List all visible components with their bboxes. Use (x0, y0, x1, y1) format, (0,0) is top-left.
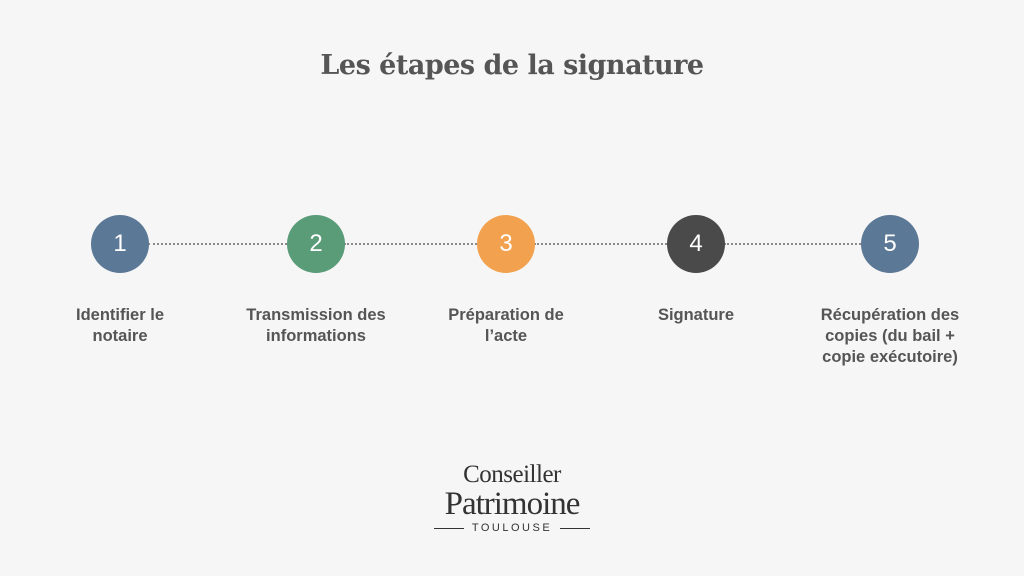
logo-subline: TOULOUSE (412, 522, 612, 534)
step-4-circle: 4 (667, 215, 725, 273)
logo-line-patrimoine: Patrimoine (444, 486, 581, 522)
step-5-label: Récupération des copies (du bail + copie… (820, 306, 960, 366)
diagram-title: Les étapes de la signature (320, 50, 704, 81)
step-3-label: Préparation de l’acte (448, 306, 564, 345)
connector-2-3 (344, 243, 477, 245)
logo-line-conseiller: Conseiller (463, 461, 561, 488)
step-2-label: Transmission des informations (246, 306, 386, 345)
step-5-number: 5 (883, 230, 897, 257)
step-1-number: 1 (113, 230, 127, 257)
step-2-circle: 2 (287, 215, 345, 273)
step-2-number: 2 (309, 230, 323, 257)
step-1-label: Identifier le notaire (75, 306, 165, 345)
step-3-circle: 3 (477, 215, 535, 273)
logo-rule-right (560, 527, 591, 529)
step-5-circle: 5 (861, 215, 919, 273)
logo-rule-left (433, 527, 464, 529)
connector-3-4 (534, 243, 667, 245)
logo-line-toulouse: TOULOUSE (471, 522, 553, 534)
step-3-number: 3 (499, 230, 513, 257)
connector-4-5 (724, 243, 861, 245)
step-1-circle: 1 (91, 215, 149, 273)
step-4-label: Signature (657, 306, 735, 324)
brand-logo: Conseiller Patrimoine TOULOUSE (412, 462, 612, 534)
step-4-number: 4 (689, 230, 703, 257)
connector-1-2 (148, 243, 287, 245)
